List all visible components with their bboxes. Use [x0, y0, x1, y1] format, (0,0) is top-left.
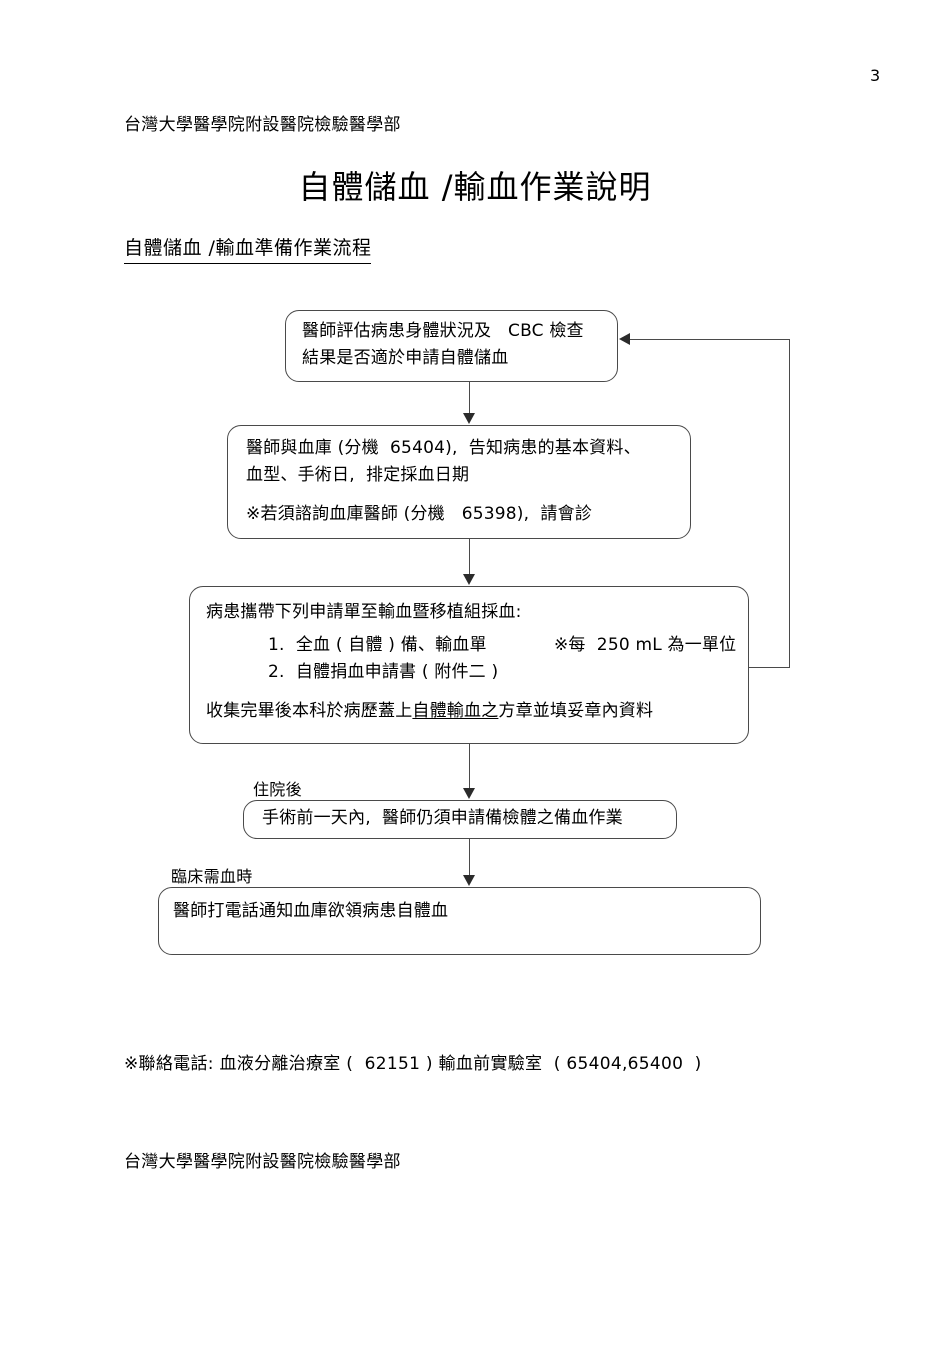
- flow-box-evaluate-line1: 醫師評估病患身體狀況及 CBC 檢查: [302, 321, 584, 341]
- page-number: 3: [870, 66, 881, 85]
- connector-box1-box2: [469, 382, 470, 414]
- flow-box-request-line1: 醫師打電話通知血庫欲領病患自體血: [173, 901, 449, 921]
- feedback-loop-top-segment: [630, 339, 790, 340]
- arrow-down-box2: [463, 413, 475, 424]
- closing-underlined: 自體輸血之: [412, 701, 499, 721]
- arrow-down-box4: [463, 788, 475, 799]
- list-item: 1. 全血 ( 自體 ) 備、輸血單 ※每 250 mL 為一單位: [268, 635, 737, 655]
- feedback-loop-bottom-segment: [748, 667, 789, 668]
- flow-box-preop-crossmatch: 手術前一天內, 醫師仍須申請備檢體之備血作業: [243, 800, 677, 839]
- flow-box-bloodbank-line3: ※若須諮詢血庫醫師 (分機 65398), 請會診: [246, 504, 593, 524]
- flow-box-request-autologous-blood: 醫師打電話通知血庫欲領病患自體血: [158, 887, 761, 955]
- label-clinical-need: 臨床需血時: [171, 867, 253, 886]
- closing-prefix: 收集完畢後本科於病歷蓋上: [206, 701, 413, 721]
- spacer: [206, 686, 748, 698]
- arrow-left-feedback: [619, 333, 630, 345]
- department-footer: 台灣大學醫學院附設醫院檢驗醫學部: [124, 1152, 401, 1172]
- department-header: 台灣大學醫學院附設醫院檢驗醫學部: [124, 115, 401, 135]
- closing-suffix: 方章並填妥章內資料: [498, 701, 654, 721]
- flow-box-preop-line1: 手術前一天內, 醫師仍須申請備檢體之備血作業: [262, 808, 623, 828]
- flow-box-evaluate-line2: 結果是否適於申請自體儲血: [302, 348, 509, 368]
- connector-box4-box5: [469, 839, 470, 875]
- contact-phone-line: ※聯絡電話: 血液分離治療室 ( 62151 ) 輸血前實驗室 ( 65404,…: [124, 1054, 702, 1074]
- page-title: 自體儲血 /輸血作業說明: [298, 168, 652, 206]
- section-title: 自體儲血 /輸血準備作業流程: [124, 234, 372, 264]
- flow-box-forms-intro: 病患攜帶下列申請單至輸血暨移植組採血:: [206, 602, 522, 622]
- arrow-down-box5: [463, 875, 475, 886]
- flow-box-bloodbank-line1: 醫師與血庫 (分機 65404), 告知病患的基本資料、: [246, 438, 641, 458]
- spacer: [246, 489, 690, 501]
- label-after-admission: 住院後: [253, 779, 432, 802]
- flow-box-bloodbank-contact: 醫師與血庫 (分機 65404), 告知病患的基本資料、 血型、手術日, 排定採…: [227, 425, 691, 539]
- feedback-loop-right-rail: [789, 339, 790, 668]
- flow-box-forms-closing: 收集完畢後本科於病歷蓋上自體輸血之方章並填妥章內資料: [206, 698, 748, 725]
- flow-box-evaluate: 醫師評估病患身體狀況及 CBC 檢查 結果是否適於申請自體儲血: [285, 310, 618, 382]
- connector-box3-box4: [469, 744, 470, 788]
- flow-box-forms: 病患攜帶下列申請單至輸血暨移植組採血: 1. 全血 ( 自體 ) 備、輸血單 ※…: [189, 586, 749, 744]
- flow-box-forms-list: 1. 全血 ( 自體 ) 備、輸血單 ※每 250 mL 為一單位 2. 自體捐…: [206, 632, 748, 686]
- list-item: 2. 自體捐血申請書 ( 附件二 ): [268, 662, 499, 682]
- arrow-down-box3: [463, 574, 475, 585]
- connector-box2-box3: [469, 539, 470, 574]
- flow-box-bloodbank-line2: 血型、手術日, 排定採血日期: [246, 465, 470, 485]
